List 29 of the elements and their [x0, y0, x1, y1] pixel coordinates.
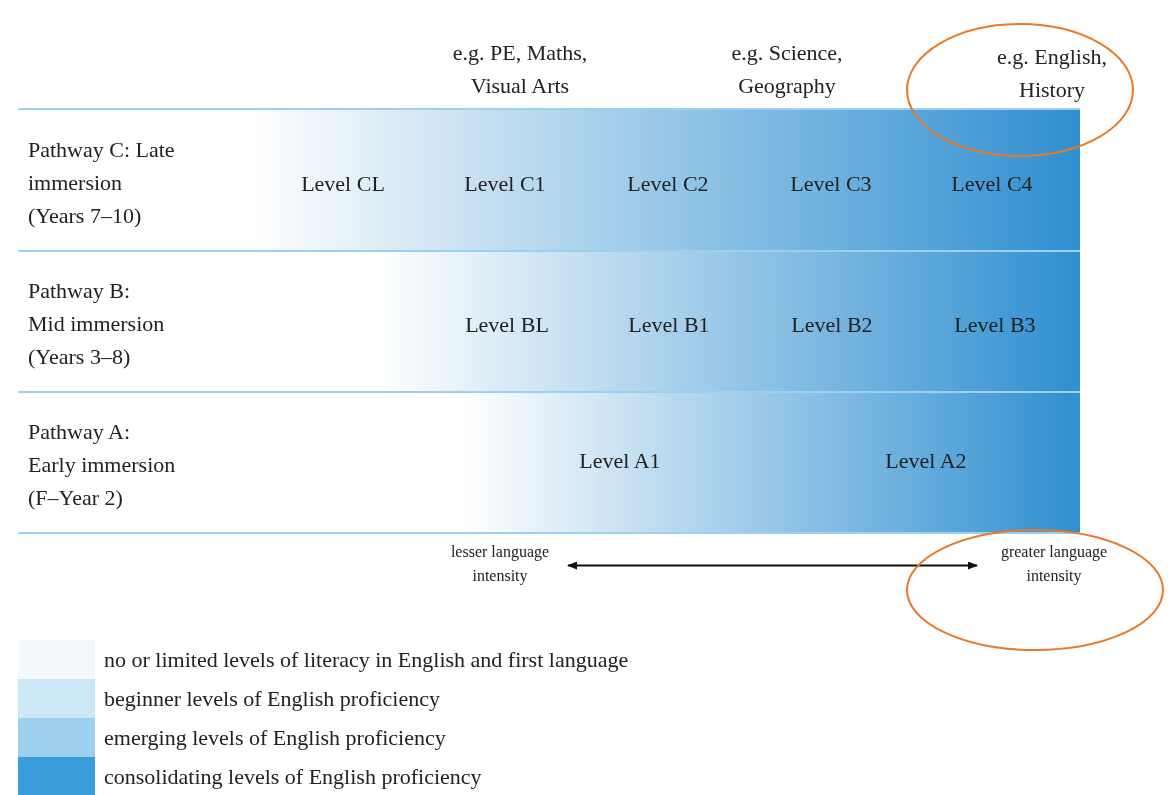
- legend-label: beginner levels of English proficiency: [104, 685, 440, 713]
- level-label: Level C1: [463, 170, 547, 198]
- level-label: Level C4: [950, 170, 1034, 198]
- legend-label: emerging levels of English proficiency: [104, 724, 446, 752]
- subject-note: e.g. English, History: [996, 43, 1108, 104]
- pathway-band: [18, 250, 1080, 391]
- highlight-ellipse: [905, 22, 1135, 158]
- double-arrow: [567, 561, 978, 570]
- level-label: Level BL: [464, 311, 550, 339]
- pathway-label: Pathway A: Early immersion (F–Year 2): [28, 418, 177, 512]
- pathway-band: [18, 391, 1080, 533]
- level-label: Level B2: [790, 311, 874, 339]
- pathway-label: Pathway B: Mid immersion (Years 3–8): [28, 277, 166, 371]
- subject-note: greater language intensity: [999, 542, 1109, 587]
- level-label: Level B1: [627, 311, 711, 339]
- legend-label: no or limited levels of literacy in English and first language: [104, 646, 629, 674]
- pathway-label: Pathway C: Late immersion (Years 7–10): [28, 136, 176, 230]
- level-label: Level A2: [884, 447, 968, 475]
- intensity-label: lesser language intensity: [449, 542, 551, 587]
- level-label: Level CL: [300, 170, 386, 198]
- highlight-ellipse: [905, 528, 1165, 652]
- level-label: Level C3: [789, 170, 873, 198]
- subject-note: e.g. Science, Geography: [730, 39, 844, 100]
- pathway-band: [18, 108, 1080, 250]
- subject-note: e.g. PE, Maths, Visual Arts: [451, 39, 589, 100]
- legend-label: consolidating levels of English proficiency: [104, 763, 482, 791]
- level-label: Level B3: [953, 311, 1037, 339]
- level-label: Level A1: [578, 447, 662, 475]
- level-label: Level C2: [626, 170, 710, 198]
